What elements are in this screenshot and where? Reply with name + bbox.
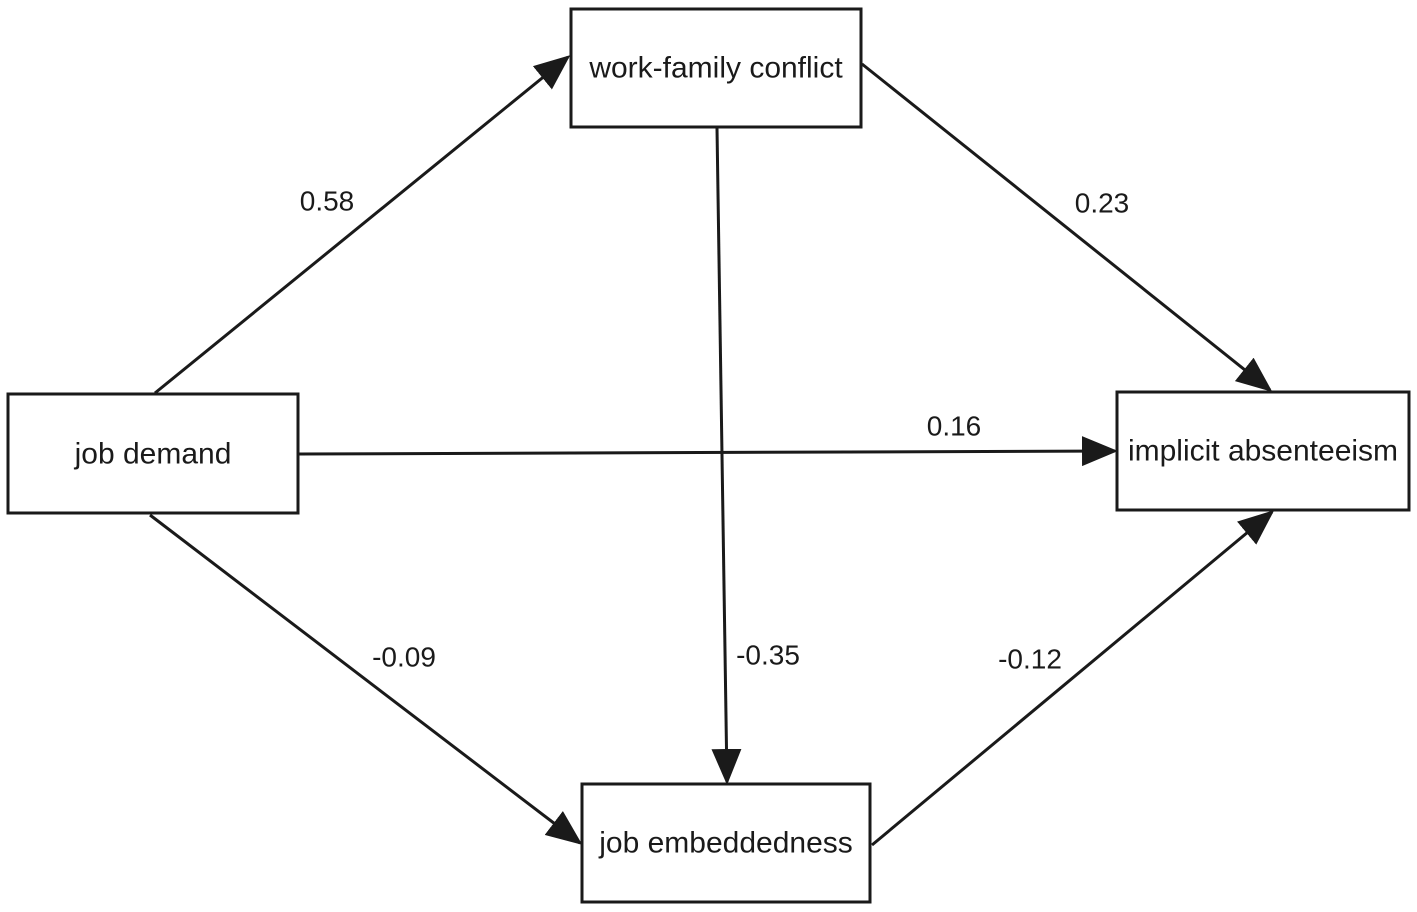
arrow-work-family-conflict-to-implicit-absenteeism <box>861 62 1273 392</box>
node-label-job-demand: job demand <box>74 438 232 471</box>
coefficient-label: 0.23 <box>1075 188 1130 219</box>
arrow-job-demand-to-job-embeddedness <box>149 513 583 845</box>
arrow-job-embeddedness-to-implicit-absenteeism <box>871 510 1275 847</box>
coefficient-label: 0.58 <box>300 186 355 217</box>
arrow-job-demand-to-implicit-absenteeism <box>298 436 1118 467</box>
node-implicit-absenteeism: implicit absenteeism <box>1115 390 1411 512</box>
coefficient-label: 0.16 <box>927 411 982 442</box>
node-label-implicit-absenteeism: implicit absenteeism <box>1128 435 1398 468</box>
node-label-job-embeddedness: job embeddedness <box>598 827 853 860</box>
coefficient-label: -0.12 <box>998 644 1062 675</box>
arrow-job-demand-to-work-family-conflict <box>154 55 571 395</box>
node-work-family-conflict: work-family conflict <box>569 7 863 129</box>
coefficient-label: -0.09 <box>372 642 436 673</box>
arrow-work-family-conflict-to-job-embeddedness <box>711 127 742 785</box>
node-label-work-family-conflict: work-family conflict <box>588 52 843 85</box>
node-job-demand: job demand <box>6 392 300 515</box>
node-job-embeddedness: job embeddedness <box>580 782 872 904</box>
coefficient-label: -0.35 <box>736 640 800 671</box>
